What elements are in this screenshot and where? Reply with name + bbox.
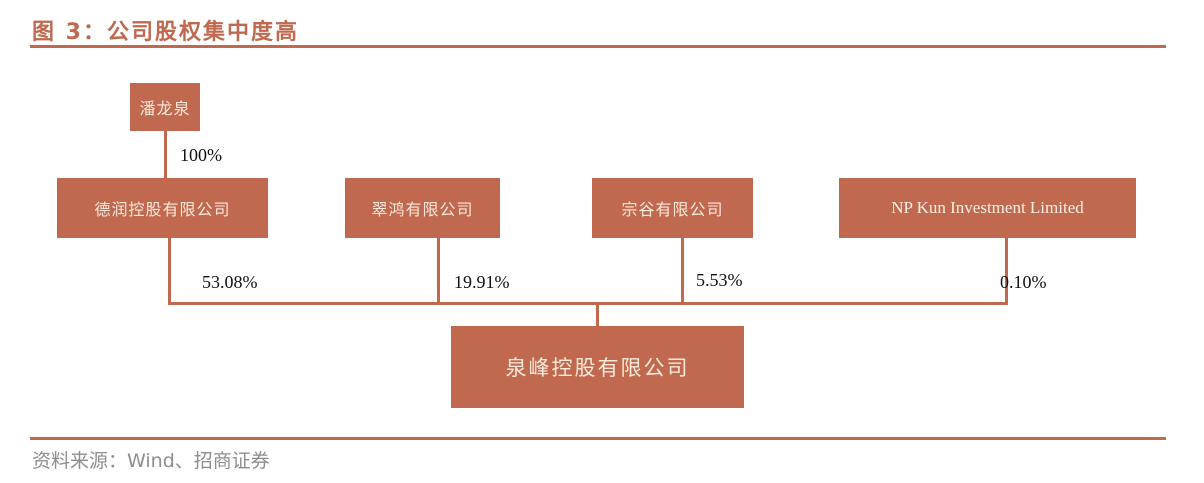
footer-rule [30, 437, 1166, 440]
node-top-owner: 潘龙泉 [130, 83, 200, 131]
connector-npkun [1005, 238, 1008, 304]
connector-zonggu [681, 238, 684, 304]
node-shareholder-cuihong: 翠鸿有限公司 [345, 178, 500, 238]
connector-company [596, 302, 599, 326]
stake-derun: 53.08% [202, 272, 258, 292]
connector-cuihong [437, 238, 440, 304]
connector-top-owner [164, 131, 167, 178]
stake-top-owner: 100% [180, 145, 222, 165]
node-shareholder-zonggu: 宗谷有限公司 [592, 178, 753, 238]
source-note: 资料来源：Wind、招商证券 [32, 450, 270, 472]
connector-derun [168, 238, 171, 304]
node-shareholder-npkun: NP Kun Investment Limited [839, 178, 1136, 238]
node-shareholder-derun: 德润控股有限公司 [57, 178, 268, 238]
connector-bus [168, 302, 1008, 305]
stake-zonggu: 5.53% [696, 270, 743, 290]
title-rule [30, 45, 1166, 48]
node-company: 泉峰控股有限公司 [451, 326, 744, 408]
stake-npkun: 0.10% [1000, 272, 1047, 292]
stake-cuihong: 19.91% [454, 272, 510, 292]
figure-title: 图 3：公司股权集中度高 [32, 20, 299, 45]
